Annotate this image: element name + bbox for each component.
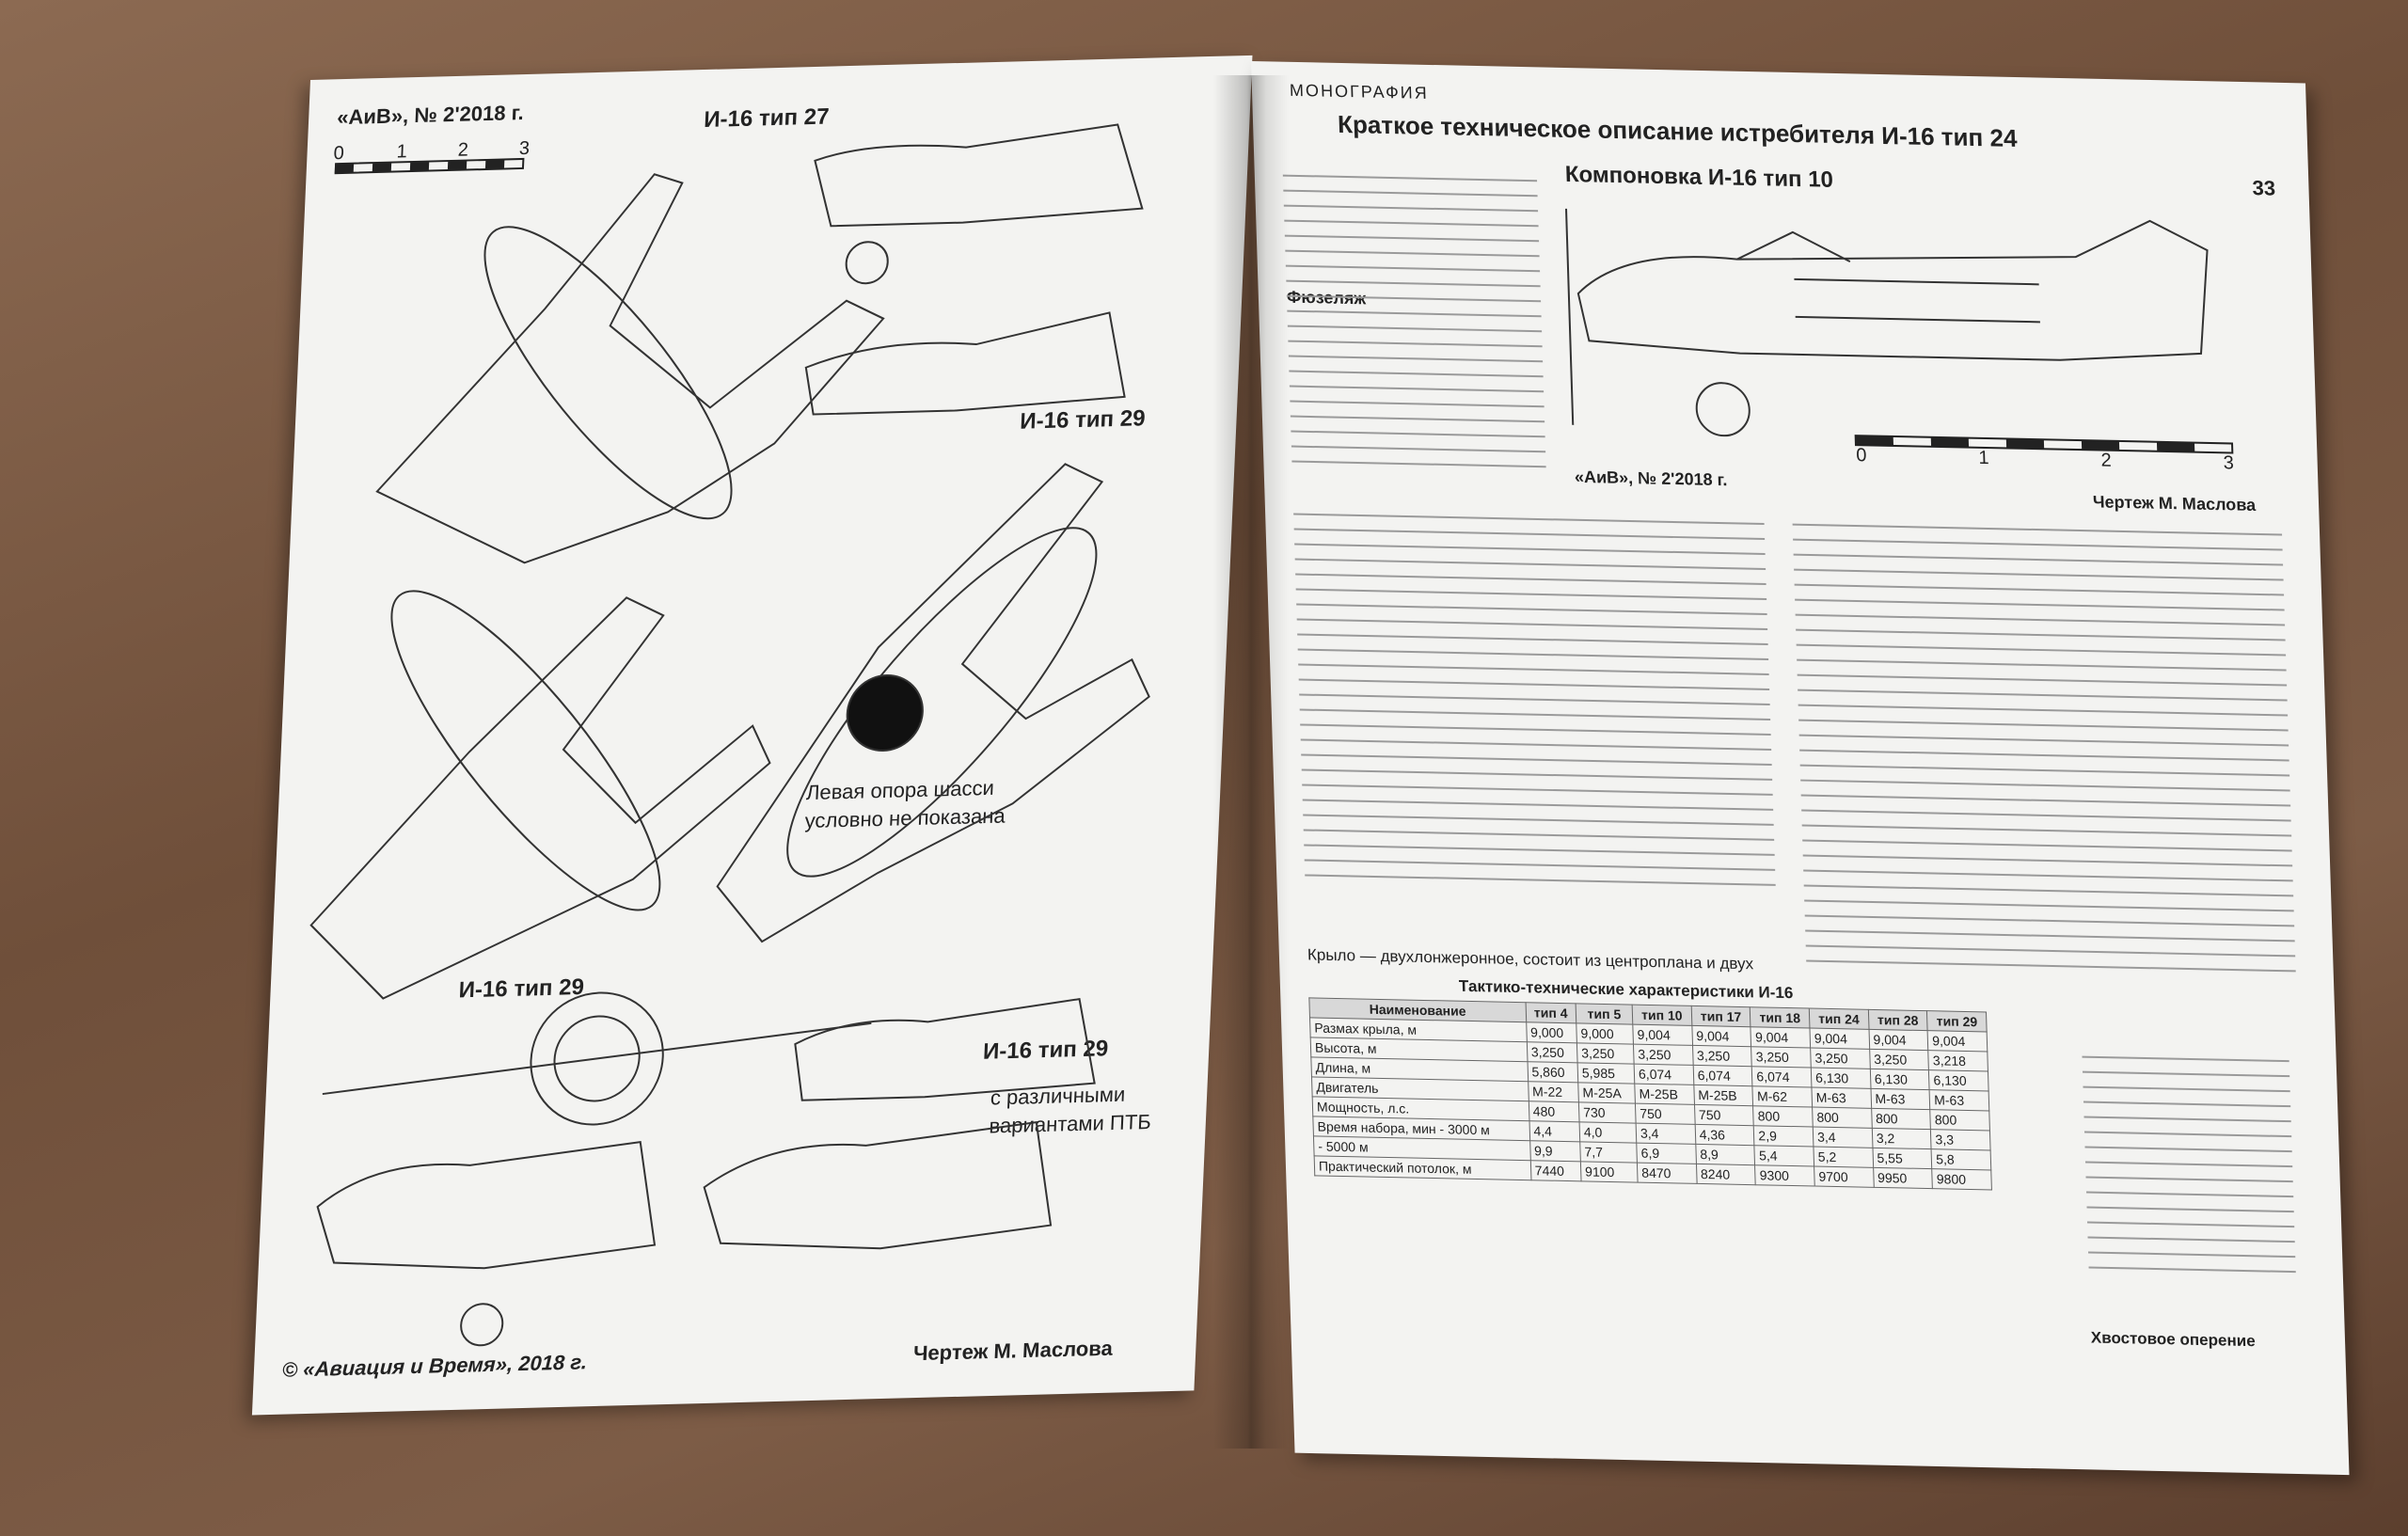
table-cell: Практический потолок, м	[1314, 1155, 1531, 1180]
table-cell: 3,250	[1751, 1046, 1812, 1069]
figure-issue-label: «АиВ», № 2'2018 г.	[1574, 467, 1728, 490]
left-page: «АиВ», № 2'2018 г. 0 1 2 3 И-16 тип 27 И…	[251, 55, 1253, 1416]
figure-scale-tick: 0	[1855, 445, 1867, 467]
table-cell: 3,3	[1930, 1129, 1991, 1150]
text-column-far-right	[2082, 1055, 2296, 1287]
table-cell: 8,9	[1695, 1144, 1755, 1165]
table-cell: 9800	[1931, 1168, 1992, 1190]
table-cell: 3,250	[1810, 1048, 1870, 1069]
table-header: тип 10	[1632, 1005, 1692, 1026]
table-header: тип 29	[1926, 1010, 1988, 1032]
right-page: МОНОГРАФИЯ Краткое техническое описание …	[1251, 61, 2350, 1476]
table-cell: 3,250	[1576, 1042, 1635, 1065]
table-cell: 7440	[1529, 1160, 1581, 1181]
table-caption: Тактико-технические характеристики И-16	[1458, 976, 1794, 1003]
table-cell: 4,0	[1578, 1121, 1637, 1144]
table-cell: 750	[1694, 1104, 1754, 1126]
table-cell: 3,250	[1526, 1041, 1578, 1063]
table-cell: 9,004	[1809, 1028, 1870, 1050]
table-cell: 6,074	[1692, 1065, 1753, 1086]
table-cell: 800	[1871, 1108, 1931, 1130]
figure-scale-tick: 1	[1978, 447, 1989, 469]
table-cell: 4,36	[1694, 1124, 1755, 1146]
table-cell: 3,4	[1813, 1127, 1873, 1148]
table-cell: 9950	[1873, 1167, 1933, 1189]
text-column-left-top	[1282, 174, 1546, 482]
table-cell: 9,004	[1632, 1024, 1693, 1046]
text-column-left	[1293, 513, 1776, 899]
table-cell: M-25B	[1634, 1084, 1695, 1105]
table-cell: M-25B	[1693, 1085, 1753, 1106]
table-cell: 480	[1528, 1101, 1579, 1122]
table-cell: 750	[1635, 1103, 1695, 1125]
subhead-tail: Хвостовое оперение	[2090, 1328, 2256, 1351]
specs-table: Наименование тип 4 тип 5 тип 10 тип 17 т…	[1308, 997, 1992, 1190]
table-cell: 9,004	[1868, 1029, 1929, 1051]
table-cell: 3,4	[1636, 1123, 1696, 1145]
table-cell: M-22	[1528, 1081, 1579, 1102]
figure-author: Чертеж М. Маслова	[2092, 492, 2257, 515]
table-cell: M-63	[1811, 1087, 1872, 1109]
table-header: тип 17	[1690, 1006, 1751, 1027]
figure-scale-tick: 2	[2100, 450, 2113, 471]
table-header: тип 18	[1750, 1006, 1810, 1029]
table-cell: 9100	[1580, 1161, 1639, 1183]
table-cell: 5,55	[1872, 1148, 1932, 1169]
table-cell: 6,130	[1811, 1068, 1871, 1089]
table-cell: 800	[1930, 1109, 1990, 1131]
table-cell: M-63	[1929, 1089, 1989, 1111]
table-header: тип 5	[1576, 1003, 1633, 1025]
table-cell: 6,074	[1751, 1066, 1812, 1088]
table-cell: 8470	[1637, 1163, 1697, 1184]
table-header: тип 28	[1868, 1009, 1928, 1031]
text-column-right	[1792, 523, 2297, 986]
table-cell: 5,4	[1754, 1145, 1814, 1167]
figure-title: Компоновка И-16 тип 10	[1564, 161, 1834, 193]
table-cell: M-63	[1870, 1088, 1931, 1110]
table-cell: 3,250	[1692, 1045, 1752, 1067]
table-cell: 5,8	[1931, 1148, 1991, 1170]
book-gutter	[1213, 75, 1289, 1449]
table-cell: 9,9	[1529, 1140, 1581, 1162]
table-cell: 800	[1812, 1107, 1872, 1129]
table-cell: 3,250	[1869, 1049, 1929, 1070]
table-cell: 5,2	[1813, 1147, 1874, 1168]
table-cell: 9,000	[1576, 1022, 1634, 1045]
table-cell: 9300	[1754, 1164, 1815, 1186]
article-title: Краткое техническое описание истребителя…	[1337, 109, 2018, 152]
table-cell: 5,985	[1577, 1062, 1635, 1085]
table-cell: 6,130	[1869, 1069, 1930, 1090]
table-cell: 9700	[1814, 1166, 1874, 1188]
scale-bar	[333, 157, 525, 175]
table-cell: 800	[1752, 1105, 1814, 1128]
section-tag: МОНОГРАФИЯ	[1289, 80, 1430, 103]
table-cell: 3,250	[1633, 1044, 1693, 1066]
table-cell: 6,9	[1636, 1143, 1697, 1164]
table-cell: 730	[1578, 1101, 1637, 1124]
table-cell: 4,4	[1529, 1120, 1580, 1142]
table-cell: 3,218	[1928, 1050, 1988, 1071]
table-cell: 9,004	[1691, 1025, 1751, 1047]
table-cell: 2,9	[1753, 1125, 1814, 1148]
table-cell: 3,2	[1871, 1128, 1932, 1149]
cutaway-drawing	[1565, 208, 2234, 454]
aircraft-drawings	[309, 123, 1150, 1347]
table-header: тип 24	[1809, 1008, 1869, 1030]
table-cell: 9,004	[1927, 1030, 1988, 1052]
table-cell: 9,000	[1526, 1021, 1577, 1043]
table-cell: 5,860	[1527, 1061, 1578, 1083]
table-cell: M-62	[1752, 1085, 1813, 1108]
table-cell: M-25A	[1577, 1082, 1636, 1104]
author-credit: Чертеж М. Маслова	[912, 1336, 1114, 1366]
wing-text-start: Крыло — двухлонжеронное, состоит из цент…	[1307, 945, 1754, 974]
table-cell: 7,7	[1579, 1141, 1638, 1164]
figure-scale-tick: 3	[2223, 452, 2235, 474]
table-header: тип 4	[1525, 1002, 1576, 1023]
table-cell: 6,130	[1928, 1069, 1989, 1091]
page-number: 33	[2252, 176, 2276, 200]
table-cell: 9,004	[1751, 1026, 1811, 1049]
table-cell: 6,074	[1634, 1064, 1694, 1085]
table-cell: 8240	[1696, 1164, 1756, 1185]
